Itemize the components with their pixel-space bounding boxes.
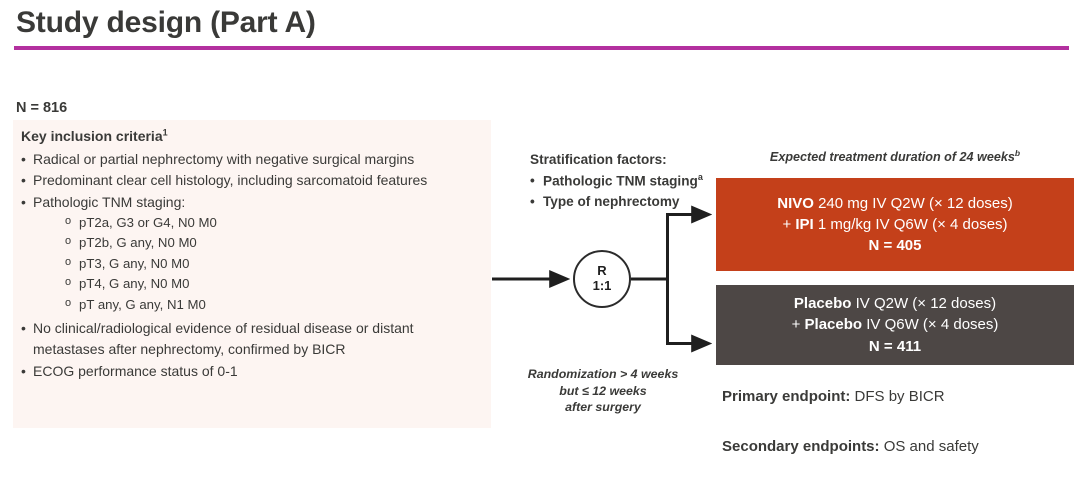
criteria-bullet-text: No clinical/radiological evidence of res… [33,320,414,358]
criteria-sub-bullet: o pT2a, G3 or G4, N0 M0 [65,213,481,233]
criteria-sub-bullet-text: pT2b, G any, N0 M0 [79,235,197,251]
bullet-marker-icon: • [21,320,26,337]
criteria-sub-bullet: o pT any, G any, N1 M0 [65,295,481,315]
sub-bullet-marker-icon: o [65,276,72,289]
arm-plus-prefix: + [791,316,805,334]
stratification-item: • Pathologic TNM staginga [530,171,703,192]
criteria-bullet: • Predominant clear cell histology, incl… [21,170,481,191]
arm-line-2: + Placebo IV Q6W (× 4 doses) [792,314,999,335]
primary-endpoint-value: DFS by BICR [850,388,945,405]
arm-line-2: + IPI 1 mg/kg IV Q6W (× 4 doses) [782,214,1007,235]
criteria-sub-bullet: o pT4, G any, N0 M0 [65,274,481,294]
bullet-marker-icon: • [530,193,535,209]
criteria-bullet-text: Pathologic TNM staging: [33,193,186,210]
criteria-sub-bullet-text: pT2a, G3 or G4, N0 M0 [79,214,217,230]
stratification-heading: Stratification factors: [530,152,667,167]
bullet-marker-icon: • [21,362,26,379]
expected-duration-text: Expected treatment duration of 24 weeks [769,150,1015,165]
arm-dose-text: IV Q6W (× 4 doses) [862,316,999,334]
criteria-bullet: • Radical or partial nephrectomy with ne… [21,149,481,170]
secondary-endpoint: Secondary endpoints: OS and safety [722,438,979,455]
arm-plus-prefix: + [782,215,796,233]
expected-treatment-duration-note: Expected treatment duration of 24 weeksb [716,148,1074,164]
criteria-sub-bullet-text: pT3, G any, N0 M0 [79,255,190,271]
secondary-endpoint-value: OS and safety [879,438,979,455]
criteria-bullet: • No clinical/radiological evidence of r… [21,318,481,361]
treatment-arm-placebo: Placebo IV Q2W (× 12 doses) + Placebo IV… [716,285,1074,365]
page-title: Study design (Part A) [16,6,316,39]
arm-drug-name: Placebo [793,295,852,313]
criteria-bullet-text: ECOG performance status of 0-1 [33,362,238,379]
arm-dose-text: IV Q2W (× 12 doses) [851,295,997,313]
randomization-ratio: 1:1 [592,278,612,293]
total-enrollment-label: N = 816 [16,100,68,116]
criteria-sub-bullet: o pT2b, G any, N0 M0 [65,233,481,253]
arm-sample-size: N = 405 [868,237,922,255]
stratification-item-label: Pathologic TNM staging [543,173,698,189]
arm-line-1: Placebo IV Q2W (× 12 doses) [794,293,996,314]
randomization-note-line-2: but ≤ 12 weeks [559,383,647,398]
bullet-marker-icon: • [21,151,26,167]
primary-endpoint-label: Primary endpoint: [722,388,851,405]
arm-drug-name: NIVO [777,194,814,212]
key-inclusion-criteria-panel: Key inclusion criteria1 • Radical or par… [13,120,491,428]
sub-bullet-marker-icon: o [65,235,72,248]
bullet-marker-icon: • [21,172,26,189]
randomization-timing-note: Randomization > 4 weeks but ≤ 12 weeks a… [498,366,708,416]
criteria-sub-bullet: o pT3, G any, N0 M0 [65,254,481,274]
secondary-endpoint-label: Secondary endpoints: [722,438,880,455]
stratification-factors-block: Stratification factors: • Pathologic TNM… [530,150,703,213]
arm-drug-name: IPI [795,215,814,233]
primary-endpoint: Primary endpoint: DFS by BICR [722,388,945,405]
stratification-item-text: Type of nephrectomy [543,192,679,213]
treatment-arm-nivo-ipi: NIVO 240 mg IV Q2W (× 12 doses) + IPI 1 … [716,178,1074,271]
criteria-heading: Key inclusion criteria1 [21,126,481,147]
criteria-bullet-text: Radical or partial nephrectomy with nega… [33,151,415,167]
arm-sample-size: N = 411 [868,337,922,355]
sub-bullet-marker-icon: o [65,214,72,227]
randomization-note-line-1: Randomization > 4 weeks [527,367,679,381]
criteria-bullet: • Pathologic TNM staging: [21,192,481,213]
sub-bullet-marker-icon: o [65,255,72,268]
stratification-item-text: Pathologic TNM staginga [543,171,703,192]
arm-drug-name: Placebo [804,316,863,334]
stratification-item-label: Type of nephrectomy [543,193,680,209]
randomization-note-line-3: after surgery [565,400,641,415]
expected-duration-superscript: b [1014,148,1021,158]
arm-dose-text: 1 mg/kg IV Q6W (× 4 doses) [813,215,1008,233]
randomization-label: R [597,263,607,279]
criteria-bullet: • ECOG performance status of 0-1 [21,361,481,382]
footnote-cutoff-strip [16,468,1056,477]
criteria-sub-bullet-text: pT any, G any, N1 M0 [79,296,206,312]
criteria-heading-text: Key inclusion criteria [21,128,163,144]
sub-bullet-marker-icon: o [65,296,72,309]
randomization-node: R 1:1 [573,250,631,308]
bullet-marker-icon: • [530,172,535,188]
stratification-item: • Type of nephrectomy [530,192,703,213]
bullet-marker-icon: • [21,193,26,210]
criteria-heading-superscript: 1 [162,127,168,138]
criteria-sub-bullet-text: pT4, G any, N0 M0 [79,276,190,292]
criteria-bullet-text: Predominant clear cell histology, includ… [33,172,428,189]
title-underline-rule [14,46,1069,50]
arm-line-1: NIVO 240 mg IV Q2W (× 12 doses) [777,193,1013,214]
arm-dose-text: 240 mg IV Q2W (× 12 doses) [813,194,1013,212]
stratification-item-superscript: a [697,171,703,182]
